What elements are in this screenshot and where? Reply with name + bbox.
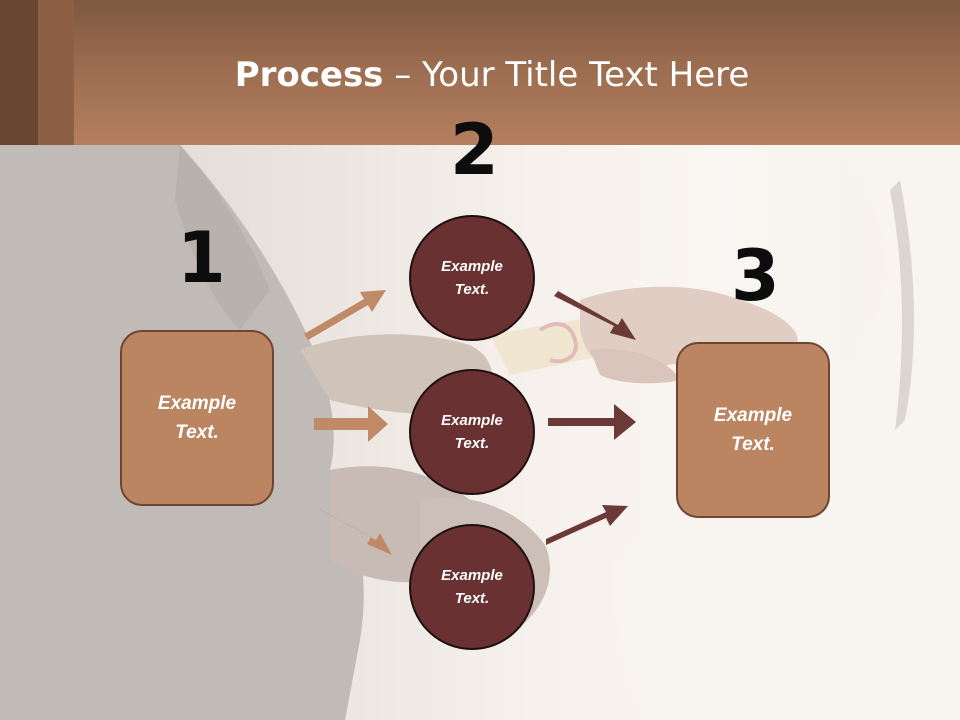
banner-accent-dark — [0, 0, 38, 145]
step-circle-1[interactable]: Example Text. — [409, 215, 535, 341]
arrow-from-circle-2 — [548, 404, 636, 440]
step-number-1: 1 — [177, 217, 226, 299]
title-banner — [0, 0, 960, 145]
step-box-right[interactable]: Example Text. — [676, 342, 830, 518]
step-circle-2-text: Example Text. — [441, 412, 503, 452]
banner-accent-mid — [38, 0, 74, 145]
arrow-from-circle-1 — [554, 291, 636, 340]
step-box-right-text: Example Text. — [713, 405, 793, 455]
arrow-to-circle-1 — [304, 290, 386, 340]
step-circle-3-text: Example Text. — [441, 567, 503, 607]
arrow-to-circle-2 — [314, 406, 388, 442]
step-box-left-text: Example Text. — [157, 393, 237, 443]
step-circle-1-text: Example Text. — [441, 258, 503, 298]
title-rest: – Your Title Text Here — [383, 55, 750, 95]
arrow-from-circle-3 — [546, 505, 628, 545]
title-bold: Process — [234, 55, 384, 95]
slide-title[interactable]: Process – Your Title Text Here — [0, 54, 960, 96]
step-number-2: 2 — [450, 109, 499, 191]
step-circle-3[interactable]: Example Text. — [409, 524, 535, 650]
arrow-to-circle-3 — [316, 507, 392, 555]
step-box-left[interactable]: Example Text. — [120, 330, 274, 506]
step-circle-2[interactable]: Example Text. — [409, 369, 535, 495]
step-number-3: 3 — [731, 235, 780, 317]
